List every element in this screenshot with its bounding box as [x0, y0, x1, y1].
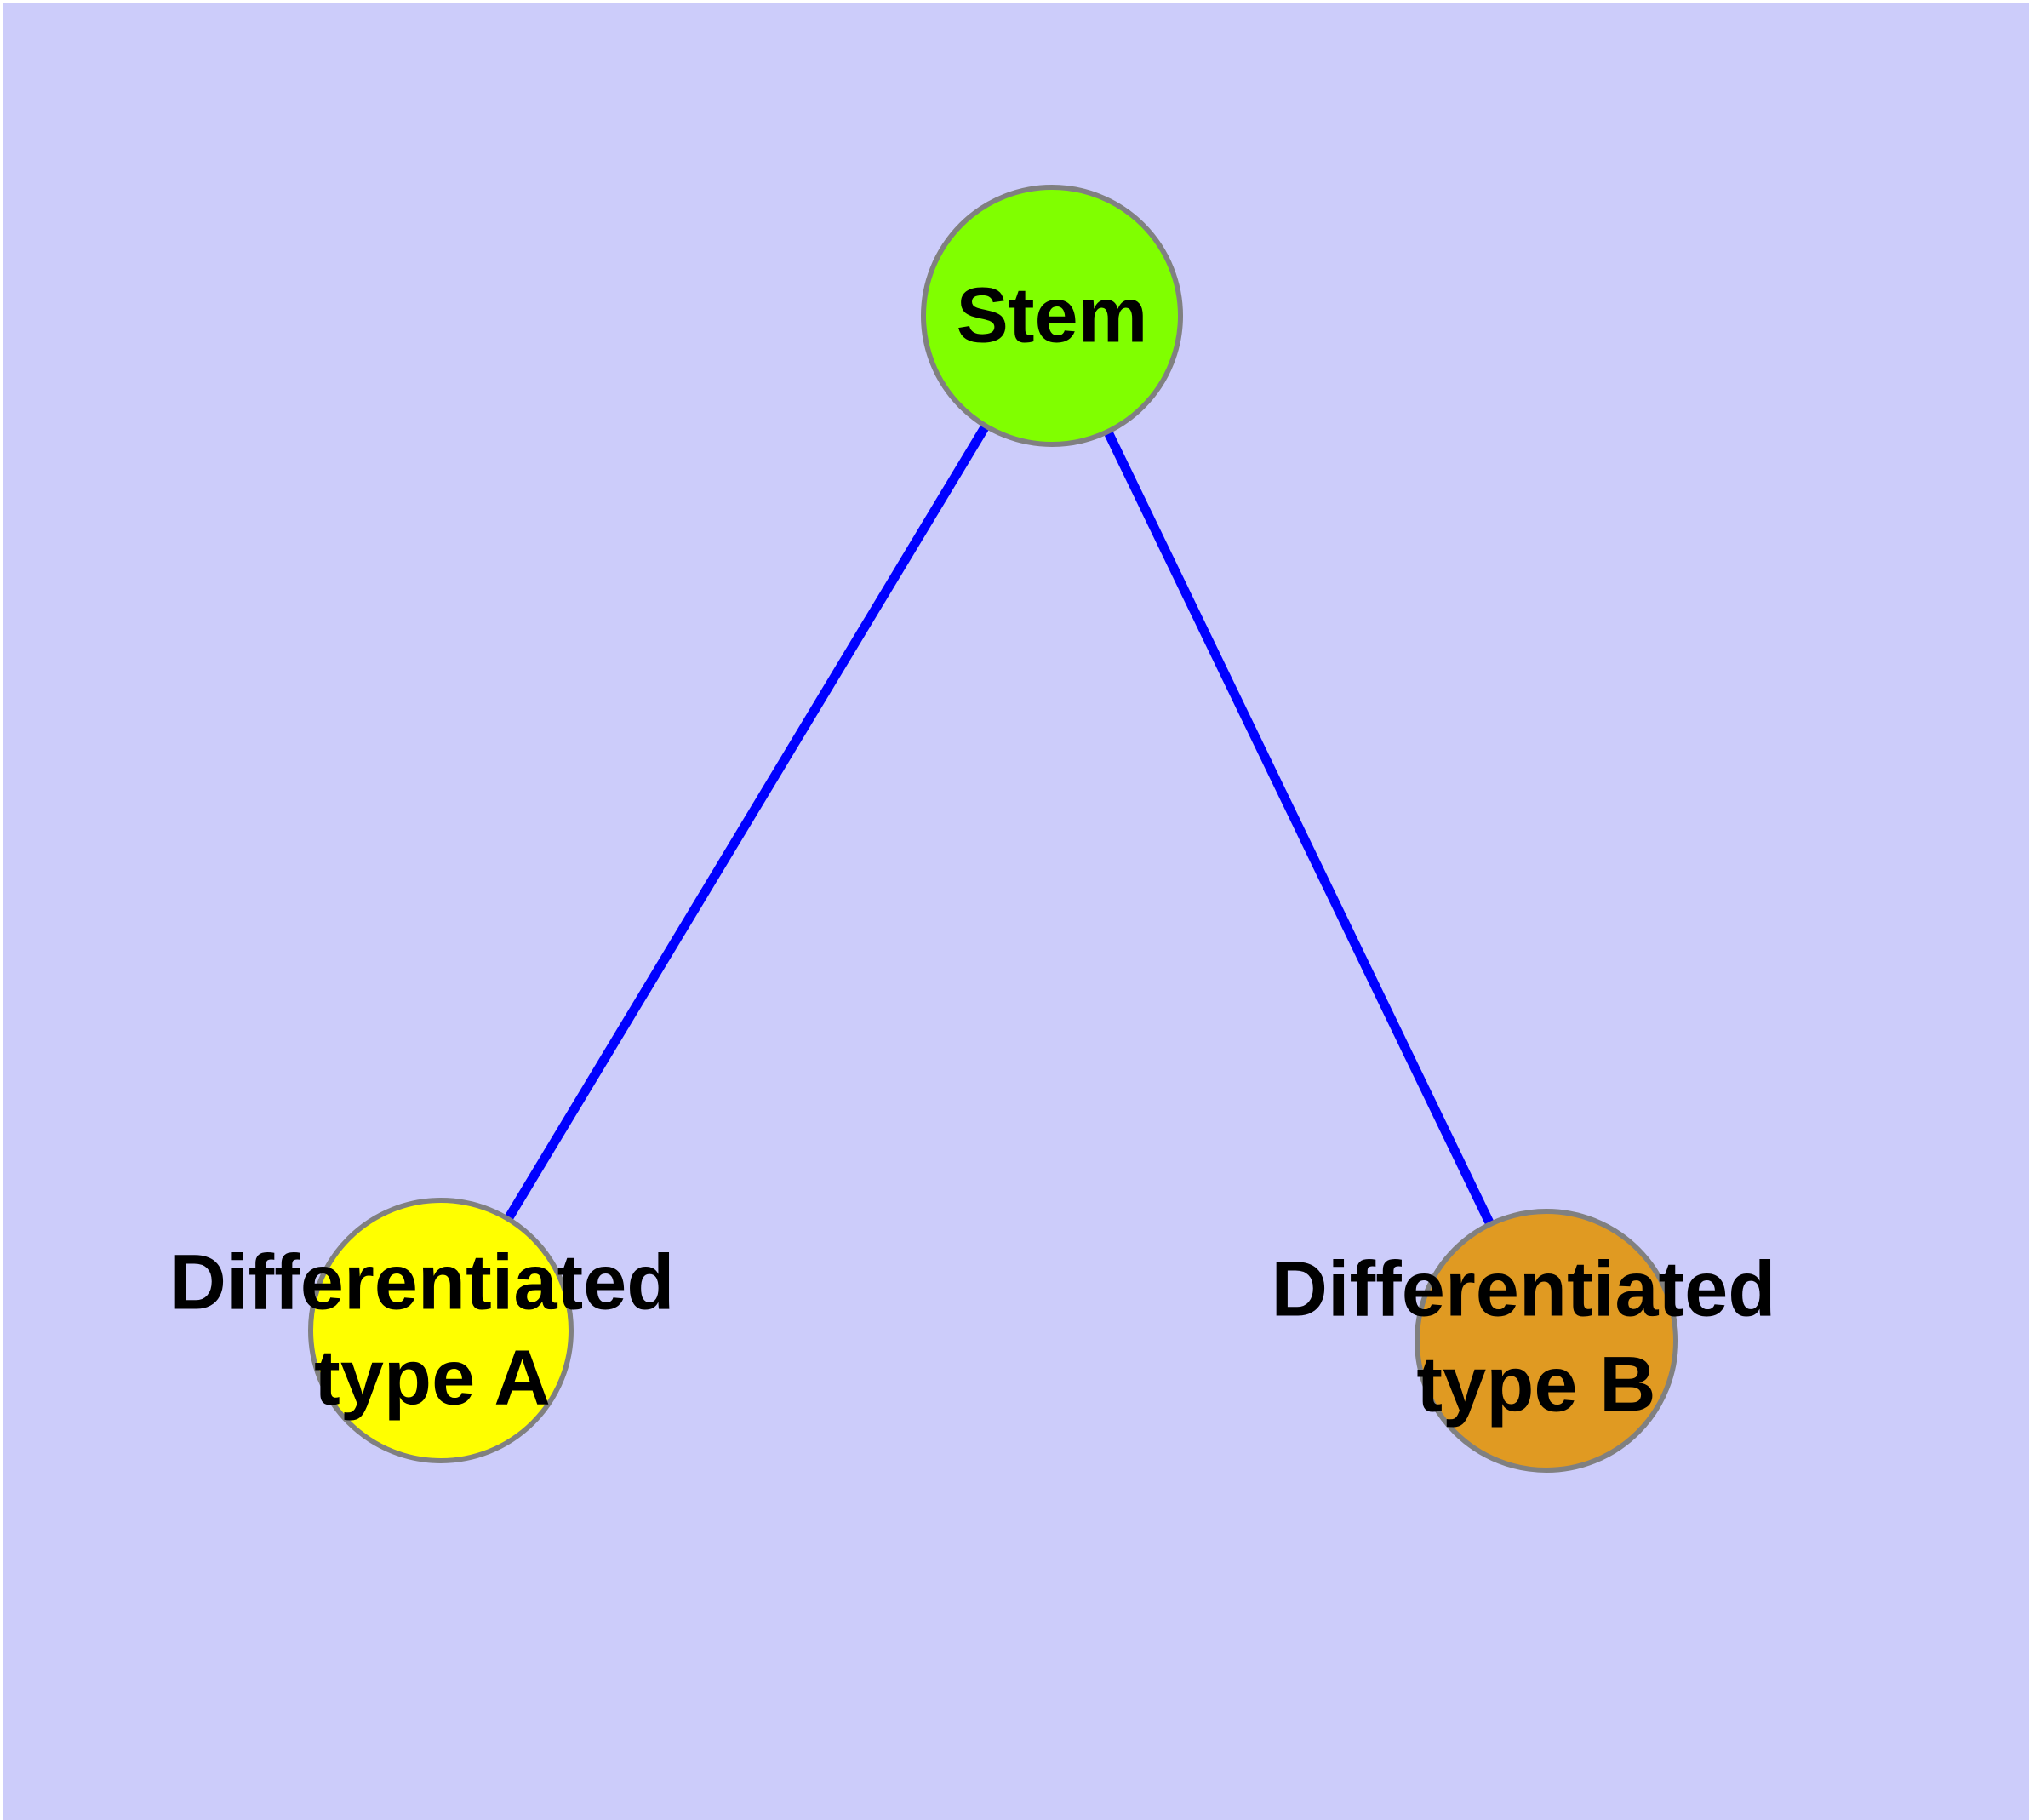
node-differentiated-type-a[interactable]: Differentiated type A: [170, 1198, 675, 1463]
node-differentiated-type-a-label-line-2: type A: [314, 1334, 551, 1421]
node-stem[interactable]: Stem: [921, 185, 1183, 447]
edge-stem-to-differentiated-type-a[interactable]: [498, 413, 997, 1232]
node-differentiated-type-b[interactable]: Differentiated type B: [1272, 1209, 1776, 1473]
node-differentiated-type-b-label-line-2: type B: [1416, 1341, 1655, 1428]
node-layer: Stem Differentiated type A Differentiate…: [170, 185, 1776, 1473]
node-stem-label: Stem: [957, 272, 1148, 358]
edge-stem-to-differentiated-type-b[interactable]: [1098, 418, 1500, 1238]
edge-layer: [498, 413, 1500, 1238]
node-differentiated-type-b-circle[interactable]: [1415, 1209, 1678, 1473]
node-differentiated-type-b-label-line-1: Differentiated: [1272, 1245, 1776, 1332]
node-differentiated-type-a-circle[interactable]: [308, 1198, 574, 1463]
node-differentiated-type-a-label-line-1: Differentiated: [170, 1239, 675, 1325]
node-stem-circle[interactable]: [921, 185, 1183, 447]
